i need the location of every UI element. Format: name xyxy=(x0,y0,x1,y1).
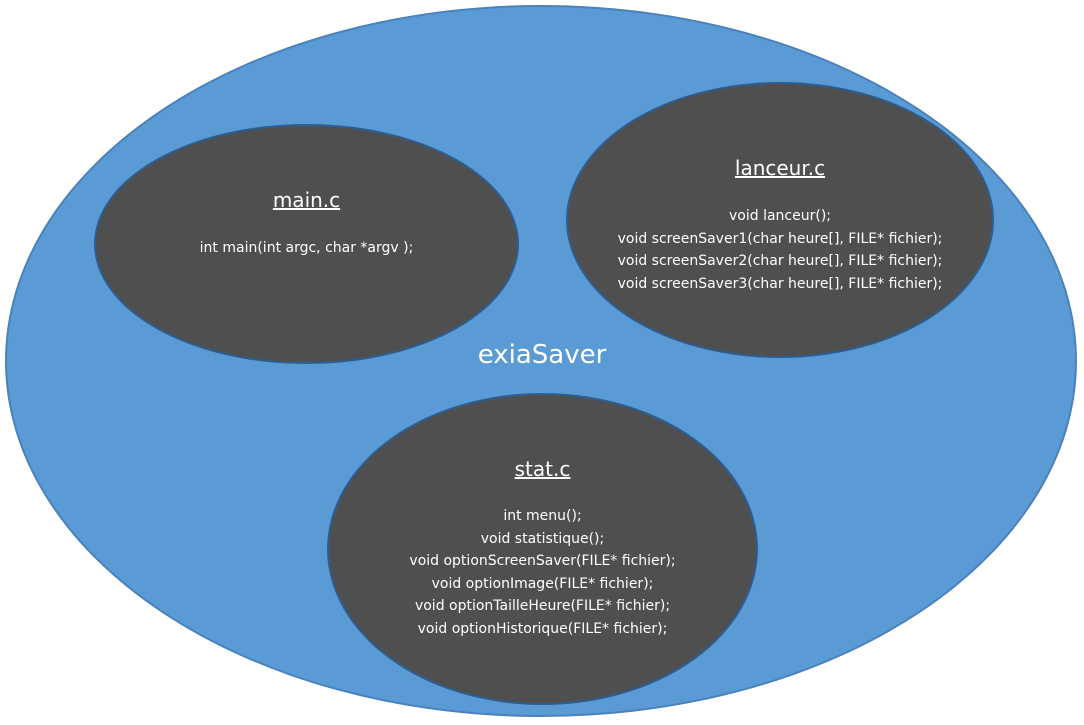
main-c-module: main.c int main(int argc, char *argv ); xyxy=(94,124,519,364)
function-signature: void statistique(); xyxy=(480,530,605,547)
program-name-label: exiaSaver xyxy=(477,340,607,370)
function-signature: void screenSaver1(char heure[], FILE* fi… xyxy=(617,230,943,247)
stat-c-functions: int menu(); void statistique(); void opt… xyxy=(329,505,756,640)
stat-c-title: stat.c xyxy=(514,457,571,481)
lanceur-c-module: lanceur.c void lanceur(); void screenSav… xyxy=(566,82,994,358)
lanceur-c-functions: void lanceur(); void screenSaver1(char h… xyxy=(568,205,992,295)
function-signature: void optionTailleHeure(FILE* fichier); xyxy=(414,598,671,614)
function-signature: void lanceur(); xyxy=(729,208,831,224)
function-signature: void screenSaver3(char heure[], FILE* fi… xyxy=(617,275,943,292)
lanceur-c-title: lanceur.c xyxy=(734,156,826,180)
function-signature: void optionScreenSaver(FILE* fichier); xyxy=(409,553,676,569)
main-c-functions: int main(int argc, char *argv ); xyxy=(96,237,517,260)
function-signature: int main(int argc, char *argv ); xyxy=(199,240,414,256)
main-c-title: main.c xyxy=(272,188,341,212)
function-signature: int menu(); xyxy=(503,508,582,524)
stat-c-module: stat.c int menu(); void statistique(); v… xyxy=(327,393,758,705)
function-signature: void optionHistorique(FILE* fichier); xyxy=(417,620,668,637)
function-signature: void optionImage(FILE* fichier); xyxy=(431,575,654,592)
function-signature: void screenSaver2(char heure[], FILE* fi… xyxy=(617,253,943,269)
